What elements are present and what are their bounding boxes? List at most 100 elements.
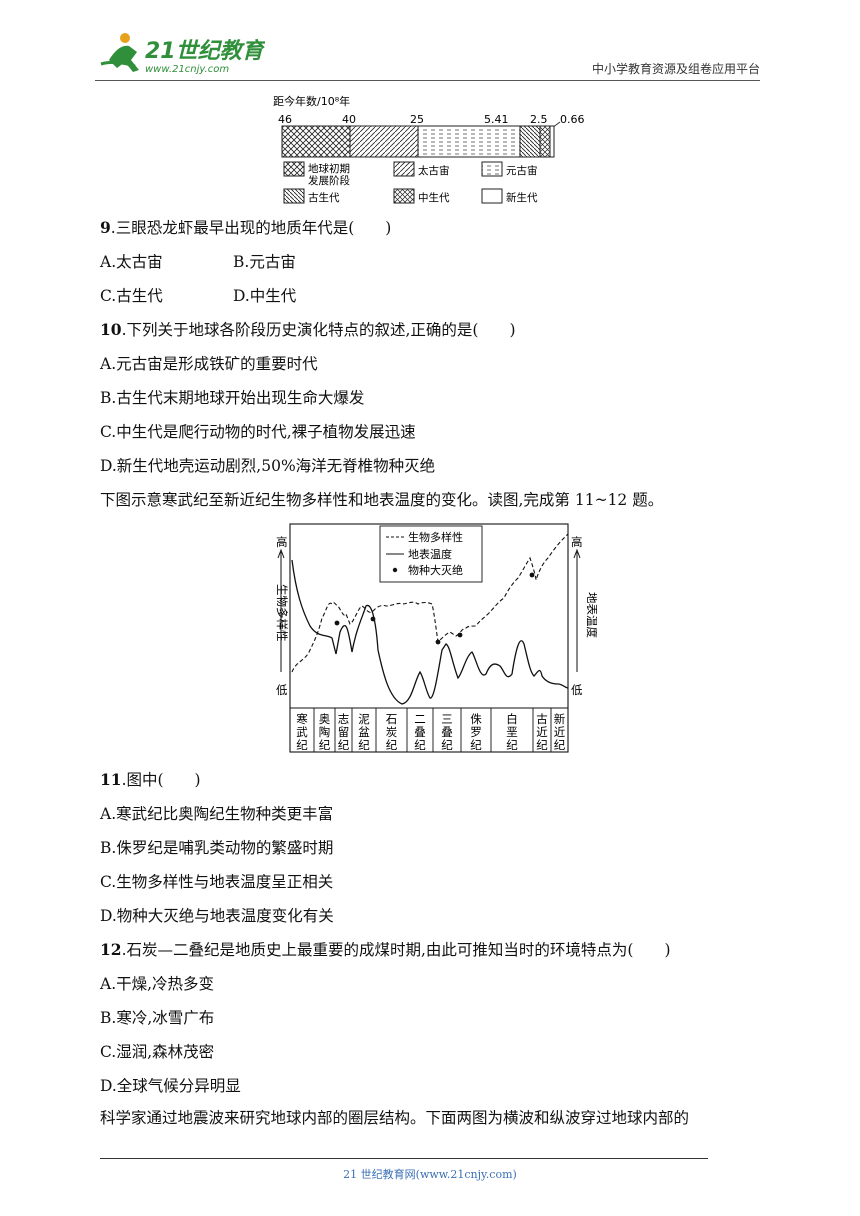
legend-cenozoic: 新生代: [506, 191, 538, 204]
legend-swatch-mesozoic: [393, 188, 415, 204]
q12-option-c: C.湿润,森林茂密: [100, 1043, 215, 1061]
period-label: 纪: [414, 738, 426, 752]
period-label: 炭: [386, 725, 398, 739]
page-footer[interactable]: 21 世纪教育网(www.21cnjy.com): [343, 1168, 517, 1181]
extinction-points: [334, 572, 535, 645]
bar-paleozoic: [519, 125, 541, 158]
bar-archean: [349, 125, 419, 158]
bar-proterozoic: [417, 125, 521, 158]
period-label: 侏: [470, 712, 482, 726]
tick-25: 25: [410, 113, 424, 126]
right-axis-high: 高: [571, 535, 583, 549]
legend-mesozoic: 中生代: [418, 191, 450, 204]
q10-option-d: D.新生代地壳运动剧烈,50%海洋无脊椎物种灭绝: [100, 457, 436, 475]
period-label: 纪: [554, 738, 566, 752]
period-label: 三: [441, 712, 453, 726]
period-label: 纪: [536, 738, 548, 752]
logo-title: 21世纪教育: [145, 38, 265, 64]
legend-early-2: 发展阶段: [308, 174, 350, 187]
question-text: .下列关于地球各阶段历史演化特点的叙述,正确的是( ): [121, 321, 516, 339]
temperature-curve: [291, 559, 569, 705]
legend-paleozoic: 古生代: [308, 191, 340, 204]
site-logo: 21世纪教育 www.21cnjy.com: [100, 33, 265, 75]
geologic-timeline-figure: 距今年数/10⁸年 46 40 25 5.41 2.5 0.66 地球初期 发展…: [273, 94, 585, 204]
q10-option-a: A.元古宙是形成铁矿的重要时代: [100, 355, 318, 373]
question-11: 11.图中( ): [100, 770, 201, 790]
period-label: 陶: [319, 725, 331, 739]
bar-cenozoic: [549, 125, 555, 158]
period-label: 白: [506, 712, 518, 726]
period-label: 盆: [358, 725, 370, 739]
left-axis-high: 高: [276, 535, 288, 549]
period-label: 纪: [386, 738, 398, 752]
question-text: .石炭—二叠纪是地质史上最重要的成煤时期,由此可推知当时的环境特点为( ): [121, 941, 671, 959]
q12-option-b: B.寒冷,冰雪广布: [100, 1009, 215, 1027]
legend-diversity: 生物多样性: [408, 530, 463, 544]
question-9: 9.三眼恐龙虾最早出现的地质年代是( ): [100, 218, 391, 238]
period-label: 泥: [358, 712, 370, 726]
right-axis-low: 低: [571, 683, 583, 697]
period-label: 纪: [441, 738, 453, 752]
q12-option-a: A.干燥,冷热多变: [100, 975, 215, 993]
plot-frame: [289, 523, 569, 753]
tick-40: 40: [342, 113, 356, 126]
period-label: 志: [338, 712, 350, 726]
question-number: 9: [100, 218, 111, 237]
footer-divider: [100, 1158, 708, 1159]
period-label: 近: [536, 725, 548, 739]
legend-swatch-paleozoic: [283, 188, 305, 204]
period-label: 奥: [319, 712, 331, 726]
period-label: 石: [386, 712, 398, 726]
legend-early-1: 地球初期: [308, 162, 350, 175]
period-label: 纪: [338, 738, 350, 752]
legend-swatch-archean: [393, 161, 415, 177]
extinction-point: [529, 572, 535, 578]
question-number: 10: [100, 320, 122, 339]
legend-temperature: 地表温度: [408, 547, 452, 561]
q9-option-a: A.太古宙: [100, 253, 163, 271]
q11-option-b: B.侏罗纪是哺乳类动物的繁盛时期: [100, 839, 334, 857]
extinction-point: [370, 616, 376, 622]
period-label: 叠: [414, 725, 426, 739]
period-label: 近: [554, 725, 566, 739]
platform-name: 中小学教育资源及组卷应用平台: [591, 62, 760, 76]
left-axis-low: 低: [276, 683, 288, 697]
question-number: 11: [100, 770, 122, 789]
legend-archean: 太古宙: [418, 164, 450, 177]
period-labels: 寒 武 纪 奥 陶 纪 志 留 纪 泥 盆 纪 石 炭 纪 二 叠 纪 三 叠 …: [296, 712, 566, 752]
q12-option-d: D.全球气候分异明显: [100, 1077, 241, 1095]
period-label: 纪: [506, 738, 518, 752]
tick-0-66: 0.66: [560, 113, 585, 126]
legend-swatch-proterozoic: [481, 161, 503, 177]
legend-swatch-cenozoic: [481, 188, 503, 204]
intro-paragraph-2: 科学家通过地震波来研究地球内部的圈层结构。下面两图为横波和纵波穿过地球内部的: [100, 1109, 690, 1127]
extinction-point: [435, 639, 441, 645]
question-text: .图中( ): [121, 771, 201, 789]
right-axis-label: 地表温度: [585, 592, 597, 638]
q9-option-b: B.元古宙: [233, 253, 296, 271]
period-label: 留: [338, 725, 350, 739]
extinction-point: [457, 632, 463, 638]
period-label: 武: [296, 725, 308, 739]
period-label: 古: [536, 712, 548, 726]
period-label: 二: [414, 712, 426, 726]
question-12: 12.石炭—二叠纪是地质史上最重要的成煤时期,由此可推知当时的环境特点为( ): [100, 940, 671, 960]
q10-option-c: C.中生代是爬行动物的时代,裸子植物发展迅速: [100, 423, 416, 441]
extinction-point: [334, 620, 340, 626]
q10-option-b: B.古生代末期地球开始出现生命大爆发: [100, 389, 365, 407]
period-label: 垩: [506, 725, 518, 739]
q11-option-d: D.物种大灭绝与地表温度变化有关: [100, 907, 334, 925]
question-number: 12: [100, 940, 122, 959]
period-label: 纪: [319, 738, 331, 752]
period-label: 纪: [358, 738, 370, 752]
legend-extinction: 物种大灭绝: [408, 563, 463, 577]
logo-url: www.21cnjy.com: [145, 64, 229, 75]
tick-5-41: 5.41: [484, 113, 509, 126]
page-header: 21世纪教育 www.21cnjy.com 中小学教育资源及组卷应用平台: [95, 30, 760, 81]
q9-option-d: D.中生代: [233, 287, 297, 305]
left-axis-label: 生物多样性: [275, 584, 289, 642]
bar-early-earth: [281, 125, 351, 158]
period-label: 新: [554, 712, 566, 726]
legend-swatch-early: [283, 161, 305, 177]
biodiversity-curve: [291, 533, 569, 673]
